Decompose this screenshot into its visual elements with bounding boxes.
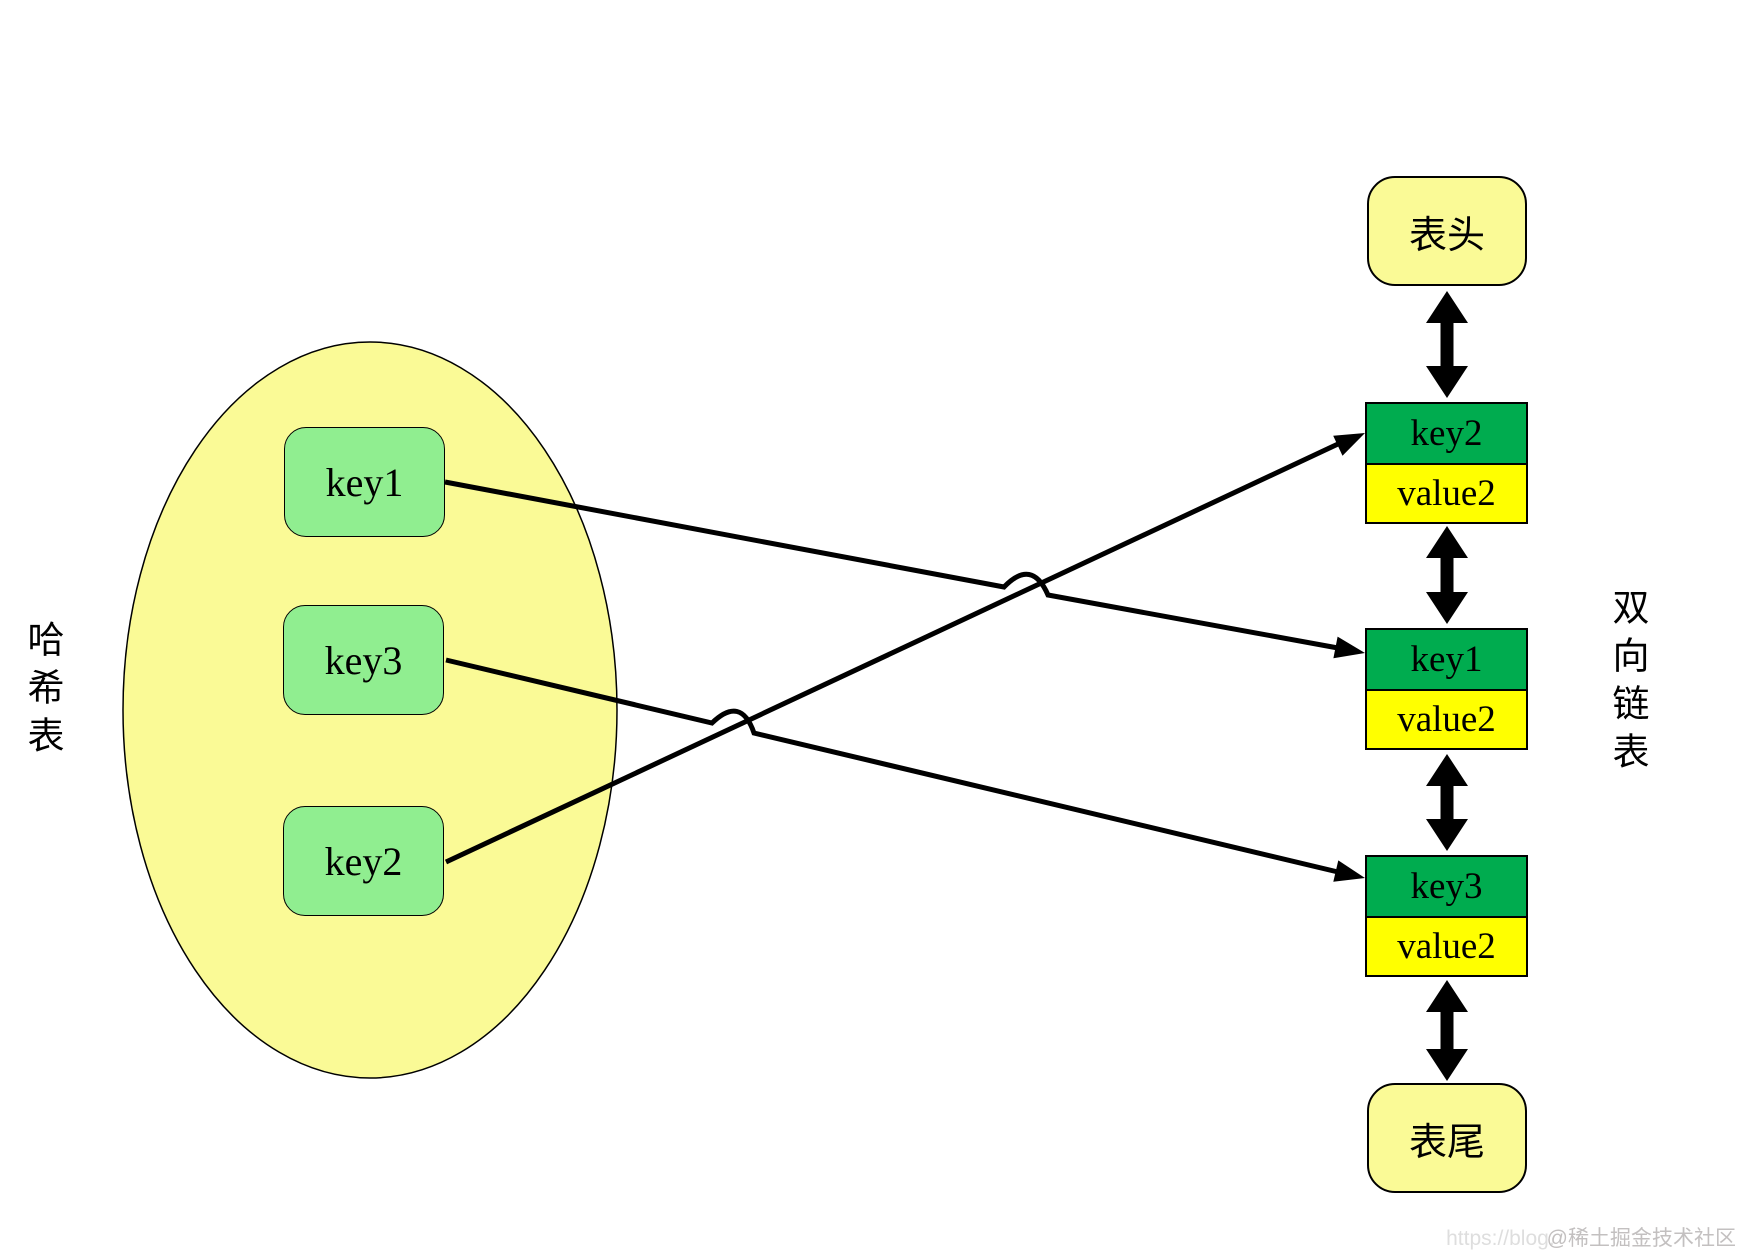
edge-key3-arrowhead-icon [1333,860,1365,882]
double-arrow-head-key2-icon [1426,291,1468,398]
node-key-label: key3 [1410,866,1483,907]
list-node-key1: key1 value2 [1365,628,1528,750]
doubly-linked-list-label: 双向链表 [1606,588,1647,780]
node-value-label: value2 [1397,473,1496,514]
double-arrow-key1-key3-icon [1426,754,1468,851]
double-arrow-key2-key1-icon [1426,526,1468,624]
node-value-label: value2 [1397,926,1496,967]
node-key-label: key1 [1410,639,1483,680]
hash-key-box-key1: key1 [284,427,445,537]
edge-key2-arrowhead-icon [1333,433,1365,456]
edge-key1-line [444,479,1339,651]
node-value-cell: value2 [1367,918,1526,975]
edge-key2-line [444,441,1340,865]
edge-key1-arrowhead-icon [1333,636,1365,659]
hash-key-label: key1 [325,459,404,505]
watermark-handle-text: @稀土掘金技术社区 [1546,1227,1736,1250]
hash-key-label: key2 [324,838,403,884]
edge-key3-line [445,657,1339,875]
list-head-label: 表头 [1408,214,1485,257]
list-tail-box: 表尾 [1367,1083,1527,1193]
node-value-cell: value2 [1367,465,1526,522]
watermark-url-text: https://blog. [1446,1227,1555,1250]
node-key-cell: key2 [1367,404,1526,465]
hash-table-label: 哈希表 [21,620,62,764]
node-key-label: key2 [1410,413,1483,454]
double-arrow-key3-tail-icon [1426,980,1468,1081]
list-tail-label: 表尾 [1408,1121,1485,1164]
list-node-key3: key3 value2 [1365,855,1528,977]
list-head-box: 表头 [1367,176,1527,286]
node-value-cell: value2 [1367,691,1526,748]
list-node-key2: key2 value2 [1365,402,1528,524]
hash-key-box-key2: key2 [283,806,444,916]
node-value-label: value2 [1397,699,1496,740]
hash-key-label: key3 [324,637,403,683]
hash-key-box-key3: key3 [283,605,444,715]
node-key-cell: key1 [1367,630,1526,691]
watermark: https://blog.@稀土掘金技术社区 [1446,1222,1736,1252]
node-key-cell: key3 [1367,857,1526,918]
